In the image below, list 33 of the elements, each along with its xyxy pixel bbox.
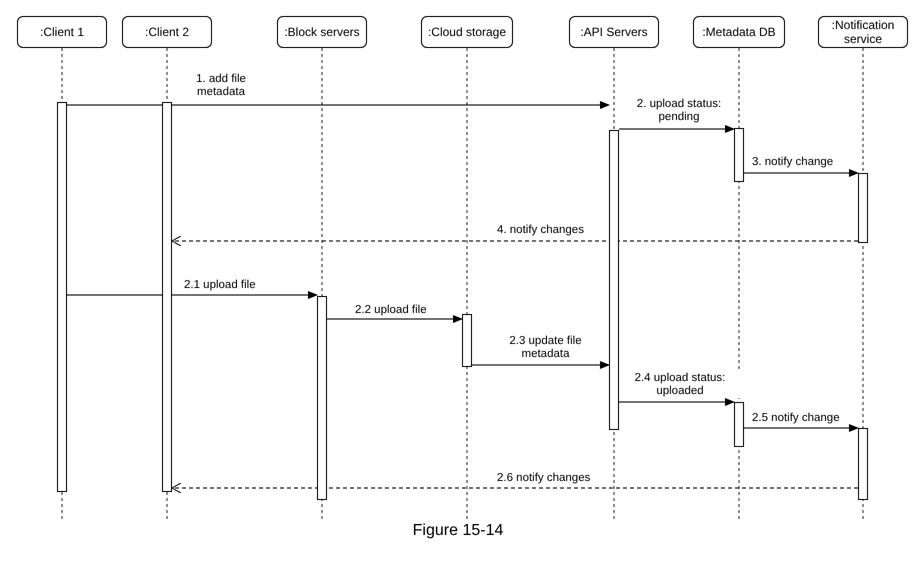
activation-bar (57, 102, 67, 492)
figure-caption: Figure 15-14 (412, 522, 504, 540)
activation-bar (462, 314, 472, 367)
participant-box: :Cloud storage (421, 16, 513, 48)
edge-label: 2.6 notify changes (497, 472, 590, 485)
participant-box: :Notification service (818, 16, 908, 48)
participant-box: :Client 2 (122, 16, 212, 48)
message-arrow (66, 291, 318, 299)
edge-label: 2.2 upload file (355, 304, 427, 317)
activation-bar (162, 102, 172, 492)
message-arrow (472, 361, 610, 369)
edge-label: 2.5 notify change (752, 412, 840, 425)
activation-bar (317, 296, 327, 500)
dashed-return-arrow (172, 482, 858, 494)
message-arrow (744, 169, 859, 177)
participant-box: :API Servers (569, 16, 659, 48)
activation-bar (734, 402, 744, 447)
edge-label: 3. notify change (752, 156, 834, 169)
activation-bar (858, 173, 868, 243)
participant-box: :Block servers (277, 16, 367, 48)
message-arrow (744, 424, 859, 432)
dashed-return-arrow (172, 236, 858, 246)
message-arrow (326, 315, 463, 323)
activation-bar (609, 130, 619, 430)
edge-label: 2.1 upload file (184, 279, 256, 292)
activation-bar (858, 428, 868, 500)
edge-label: 4. notify changes (497, 224, 584, 237)
message-arrow (618, 125, 735, 133)
message-arrow (66, 101, 610, 109)
participant-box: :Metadata DB (693, 16, 785, 48)
participant-box: :Client 1 (17, 16, 107, 48)
message-arrow (618, 398, 735, 406)
activation-bar (734, 128, 744, 182)
